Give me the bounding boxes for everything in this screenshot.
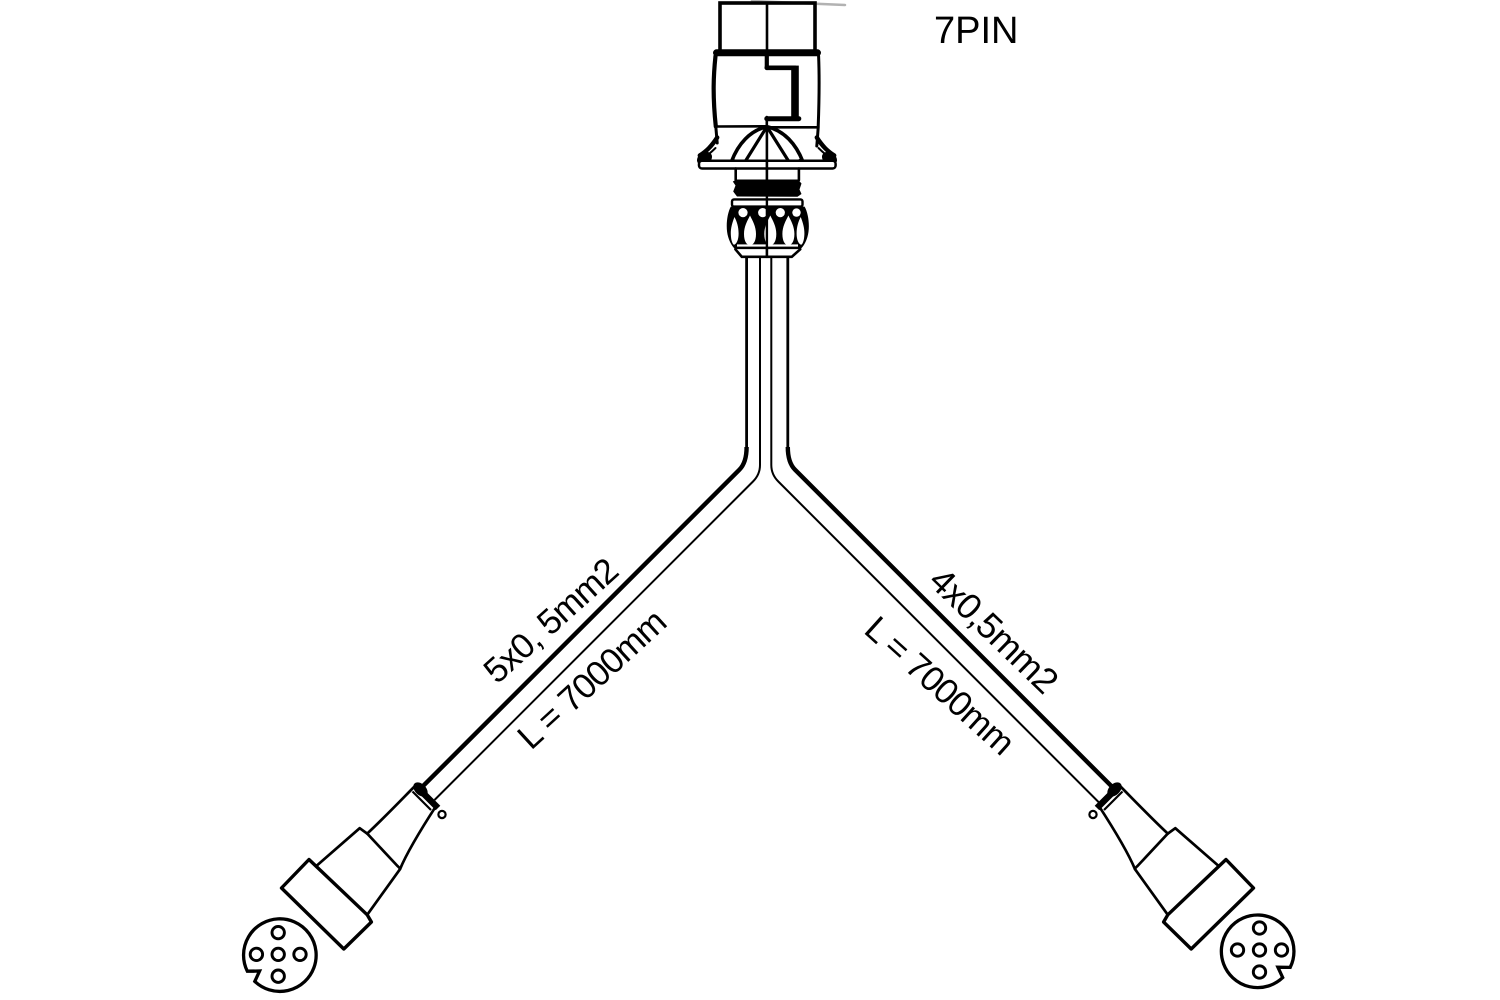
svg-text:7PIN: 7PIN [934, 10, 1018, 52]
